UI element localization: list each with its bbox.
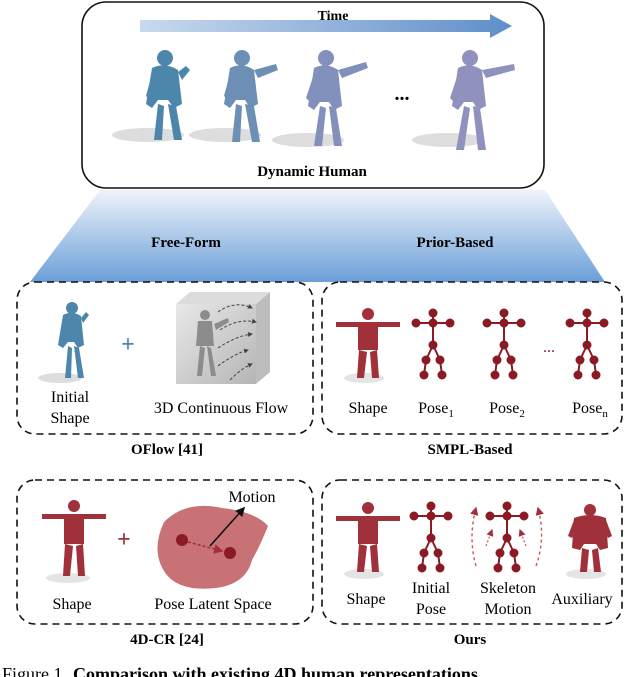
skeleton-motion-figure [470,501,544,573]
time-label: Time [318,9,349,24]
cr4d-shape-label: Shape [52,596,91,613]
pose-n-label: Posen [572,400,608,420]
cr4d-panel: + Motion Shape Pose Latent Space [16,479,314,625]
figure-caption-bold: Comparison with existing 4D human repres… [73,664,478,677]
continuous-flow-cube [176,292,270,384]
pose-2-prefix: Pose [489,400,519,417]
ours-shape-label: Shape [346,591,385,608]
human-figure-frame-3 [272,50,368,147]
human-figure-frame-1 [112,50,190,142]
skeleton-pose-2 [482,308,526,380]
skeleton-motion-label-line2: Motion [484,601,531,618]
auxiliary-figure [566,504,612,579]
oflow-plus: + [121,332,135,358]
skeleton-pose-n [565,308,609,380]
pose-2-sub: 2 [519,408,525,420]
figure-caption: Figure 1. Comparison with existing 4D hum… [2,664,478,677]
prior-based-label: Prior-Based [417,235,495,251]
smpl-shape-figure [336,308,400,383]
pose-latent-blob [157,505,268,589]
ours-shape-figure [336,502,400,579]
initial-shape-label-line2: Shape [50,410,89,427]
oflow-caption: OFlow [41] [131,442,203,458]
free-form-label: Free-Form [151,235,221,251]
smpl-panel: ... Shape Pose1 Pose2 Posen [321,281,623,435]
dynamic-human-caption: Dynamic Human [257,164,367,180]
cr4d-caption: 4D-CR [24] [130,632,204,648]
ours-caption: Ours [454,632,487,648]
cr4d-plus: + [117,527,131,553]
skeleton-pose-1 [411,308,455,380]
cr4d-shape-figure [42,500,106,583]
human-figure-frame-2 [189,50,278,142]
initial-pose-label-line1: Initial [412,580,451,597]
projection-fan [30,190,605,282]
initial-shape-figure [38,302,89,383]
smpl-ellipsis: ... [543,339,555,356]
pose-1-label: Pose1 [418,400,454,420]
auxiliary-label: Auxiliary [551,591,612,608]
pose-2-label: Pose2 [489,400,525,420]
oflow-panel: + Initial Shape 3D Continuous Flow [16,281,314,435]
smpl-caption: SMPL-Based [427,442,513,458]
dynamic-human-panel: Time ... [81,1,545,189]
human-figure-frame-n [412,50,515,150]
latent-transition-arrow [187,541,224,554]
ours-panel: Shape Initial Pose Skeleton Motion Auxil… [321,479,623,625]
figure-caption-prefix: Figure 1. [2,664,67,677]
latent-point-start [176,534,188,546]
frames-ellipsis: ... [395,83,410,105]
motion-label: Motion [228,489,275,506]
time-arrow [140,14,512,38]
initial-shape-label-line1: Initial [51,389,90,406]
latent-point-end [224,547,236,559]
skeleton-motion-label-line1: Skeleton [480,580,536,597]
pose-n-sub: n [602,408,608,420]
pose-latent-label: Pose Latent Space [154,596,271,613]
pose-n-prefix: Pose [572,400,602,417]
continuous-flow-label: 3D Continuous Flow [154,400,289,417]
pose-1-sub: 1 [448,408,454,420]
initial-pose-label-line2: Pose [416,601,446,618]
motion-arrow [209,506,246,547]
smpl-shape-label: Shape [348,400,387,417]
initial-pose-skeleton [409,501,453,573]
pose-1-prefix: Pose [418,400,448,417]
